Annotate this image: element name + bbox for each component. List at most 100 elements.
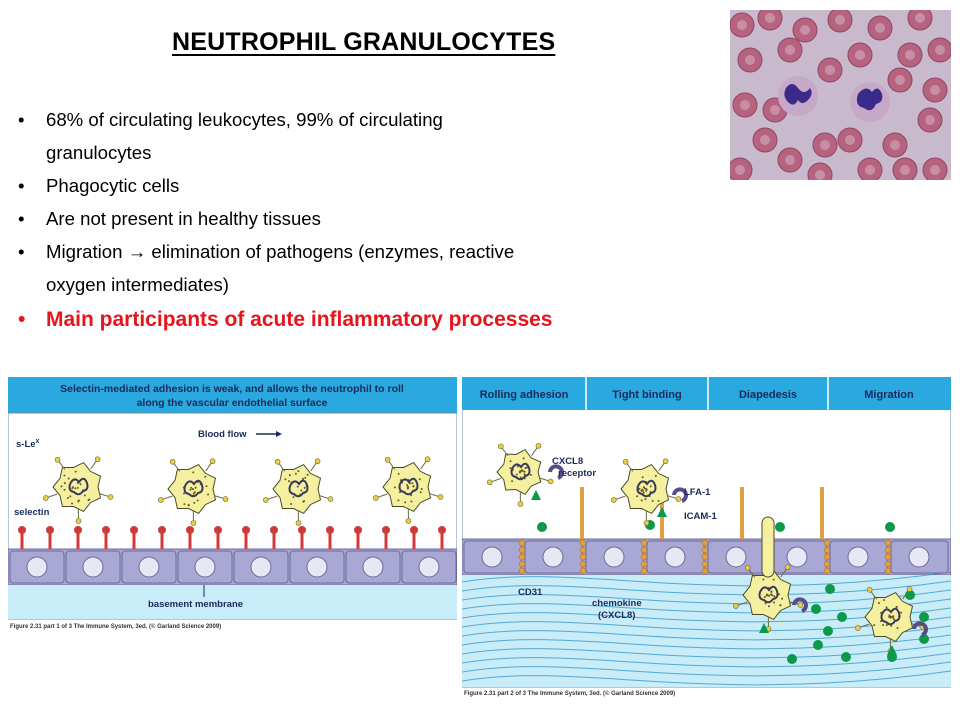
stage-rolling-adhesion: Rolling adhesion bbox=[480, 389, 569, 401]
bullet-dot: • bbox=[18, 235, 25, 268]
cell-nucleus-icon bbox=[665, 547, 685, 567]
chemokine-label: chemokine bbox=[592, 598, 642, 609]
cd31-icon bbox=[885, 547, 891, 553]
cd31-icon bbox=[702, 568, 708, 574]
cd31-icon bbox=[519, 554, 525, 560]
neutrophil-nucleus-icon bbox=[778, 76, 818, 116]
cell-nucleus-icon bbox=[419, 557, 439, 577]
cd31-icon bbox=[580, 540, 586, 546]
cell-nucleus-icon bbox=[543, 547, 563, 567]
cell-nucleus-icon bbox=[307, 557, 327, 577]
figure-caption: Figure 2.31 part 1 of 3 The Immune Syste… bbox=[10, 623, 221, 630]
chemokine-icon bbox=[841, 652, 851, 662]
selectin-label: selectin bbox=[14, 507, 50, 518]
bullet-text-continued: granulocytes bbox=[46, 142, 151, 163]
cell-nucleus-icon bbox=[726, 547, 746, 567]
neutrophil-nucleus-icon bbox=[850, 82, 890, 122]
cd31-icon bbox=[641, 568, 647, 574]
leukocyte-extravasation-figure: Rolling adhesion Tight binding Diapedesi… bbox=[462, 377, 951, 697]
cd31-icon bbox=[580, 547, 586, 553]
cd31-icon bbox=[885, 554, 891, 560]
cell-nucleus-icon bbox=[139, 557, 159, 577]
cd31-icon bbox=[519, 568, 525, 574]
cd31-icon bbox=[702, 554, 708, 560]
stage-tight-binding: Tight binding bbox=[612, 389, 681, 401]
cd31-icon bbox=[580, 561, 586, 567]
cd31-icon bbox=[641, 540, 647, 546]
cd31-icon bbox=[885, 561, 891, 567]
cell-nucleus-icon bbox=[195, 557, 215, 577]
chemokine-icon bbox=[825, 584, 835, 594]
bullet-text: elimination of pathogens (enzymes, react… bbox=[146, 241, 514, 262]
cd31-icon bbox=[641, 547, 647, 553]
stage-migration: Migration bbox=[864, 389, 914, 401]
cxcl8-receptor-label: receptor bbox=[558, 468, 596, 479]
bullet-list: • 68% of circulating leukocytes, 99% of … bbox=[18, 103, 718, 339]
lfa1-label: LFA-1 bbox=[684, 487, 711, 498]
cd31-icon bbox=[824, 554, 830, 560]
bullet-text-continued: oxygen intermediates) bbox=[46, 274, 229, 295]
cd31-icon bbox=[702, 547, 708, 553]
selectin-rolling-figure: Selectin-mediated adhesion is weak, and … bbox=[8, 377, 457, 630]
diapedesis-neutrophil-icon bbox=[762, 517, 774, 577]
cd31-icon bbox=[824, 547, 830, 553]
chemokine-icon bbox=[837, 612, 847, 622]
cell-nucleus-icon bbox=[787, 547, 807, 567]
figure-caption: Figure 2.31 part 2 of 3 The Immune Syste… bbox=[464, 690, 675, 697]
cell-nucleus-icon bbox=[27, 557, 47, 577]
bullet-item: • 68% of circulating leukocytes, 99% of … bbox=[18, 103, 718, 169]
cell-nucleus-icon bbox=[604, 547, 624, 567]
blood-flow-label: Blood flow bbox=[198, 429, 247, 440]
cell-nucleus-icon bbox=[83, 557, 103, 577]
bullet-item: • Are not present in healthy tissues bbox=[18, 202, 718, 235]
chemokine-icon bbox=[919, 612, 929, 622]
cd31-icon bbox=[702, 561, 708, 567]
bullet-dot: • bbox=[18, 301, 25, 339]
chemokine-icon bbox=[775, 522, 785, 532]
bullet-dot: • bbox=[18, 202, 25, 235]
cd31-icon bbox=[824, 540, 830, 546]
chemokine-icon bbox=[811, 604, 821, 614]
cd31-icon bbox=[885, 568, 891, 574]
bullet-item: • Phagocytic cells bbox=[18, 169, 718, 202]
cd31-icon bbox=[580, 568, 586, 574]
icam-icon bbox=[740, 487, 744, 539]
chemokine-icon bbox=[537, 522, 547, 532]
cxcl8-receptor-label: CXCL8 bbox=[552, 456, 583, 467]
cd31-icon bbox=[519, 547, 525, 553]
bullet-text: 68% of circulating leukocytes, 99% of ci… bbox=[46, 109, 443, 130]
cell-nucleus-icon bbox=[848, 547, 868, 567]
bullet-text: Phagocytic cells bbox=[46, 175, 179, 196]
chemokine-icon bbox=[813, 640, 823, 650]
icam-icon bbox=[580, 487, 584, 539]
cell-nucleus-icon bbox=[363, 557, 383, 577]
bullet-dot: • bbox=[18, 169, 25, 202]
slide-title: NEUTROPHIL GRANULOCYTES bbox=[172, 28, 555, 57]
chemokine-icon bbox=[787, 654, 797, 664]
chemokine-icon bbox=[885, 522, 895, 532]
cell-nucleus-icon bbox=[909, 547, 929, 567]
stage-diapedesis: Diapedesis bbox=[739, 389, 797, 401]
cell-nucleus-icon bbox=[482, 547, 502, 567]
bullet-text: Migration bbox=[46, 241, 128, 262]
cd31-icon bbox=[702, 540, 708, 546]
bullet-text: Are not present in healthy tissues bbox=[46, 208, 321, 229]
bullet-item: • Migration → elimination of pathogens (… bbox=[18, 235, 718, 301]
cd31-icon bbox=[824, 568, 830, 574]
icam1-label: ICAM-1 bbox=[684, 511, 717, 522]
chemokine-icon bbox=[823, 626, 833, 636]
icam-icon bbox=[820, 487, 824, 539]
figure-header-line2: along the vascular endothelial surface bbox=[137, 397, 328, 409]
blood-smear-photo bbox=[730, 10, 951, 180]
cell-nucleus-icon bbox=[251, 557, 271, 577]
cd31-icon bbox=[519, 540, 525, 546]
basement-membrane-label: basement membrane bbox=[148, 599, 243, 610]
cd31-icon bbox=[519, 561, 525, 567]
cd31-label: CD31 bbox=[518, 587, 543, 598]
cd31-icon bbox=[824, 561, 830, 567]
chemokine-label: (CXCL8) bbox=[598, 610, 635, 621]
arrow-icon: → bbox=[128, 241, 147, 262]
cd31-icon bbox=[580, 554, 586, 560]
figure-header-line1: Selectin-mediated adhesion is weak, and … bbox=[60, 383, 404, 395]
cd31-icon bbox=[641, 554, 647, 560]
